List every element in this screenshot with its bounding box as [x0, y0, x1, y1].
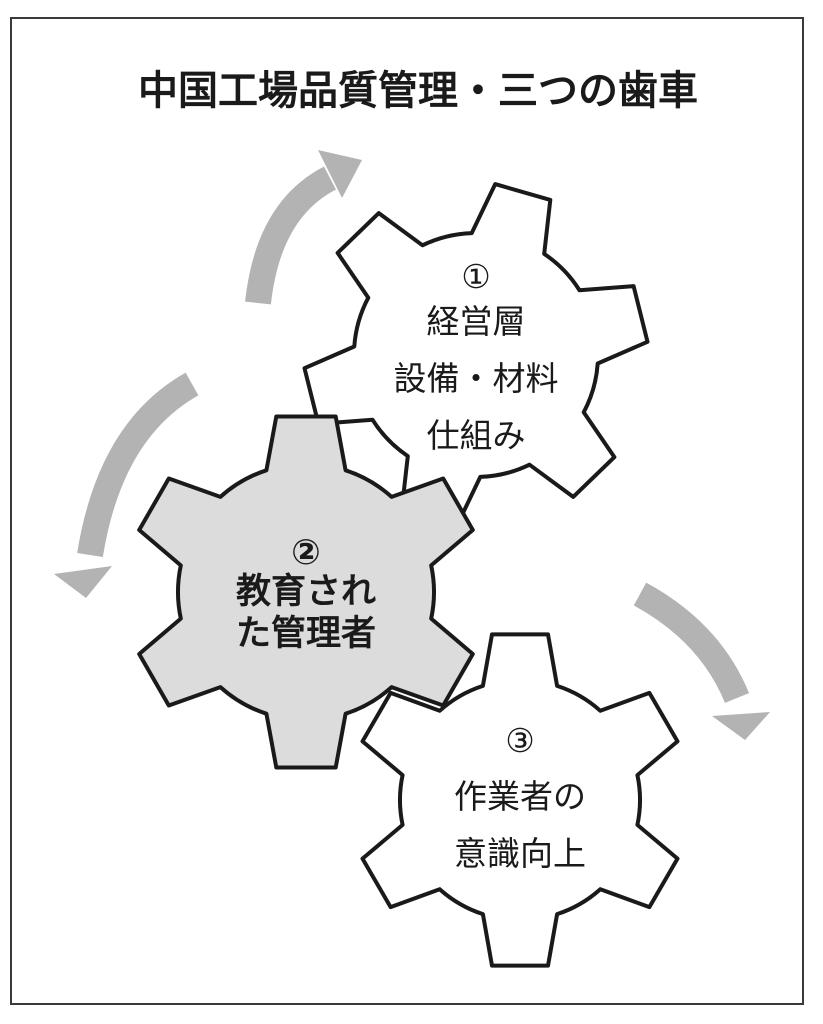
- gear-1: ① 経営層 設備・材料 仕組み: [302, 182, 650, 528]
- arrow-to-gear-1: [245, 150, 362, 305]
- gear-1-line-3: 仕組み: [427, 416, 526, 455]
- gear-1-number: ①: [461, 257, 491, 296]
- gear-2-shape: [137, 414, 475, 770]
- gear-3-shape: [360, 632, 680, 968]
- diagram-title: 中国工場品質管理・三つの歯車: [138, 68, 698, 114]
- gear-3-number: ③: [505, 721, 535, 760]
- arrow-to-gear-3: [633, 582, 770, 740]
- gear-2: ② 教育され た管理者: [137, 414, 475, 770]
- gear-3: ③ 作業者の 意識向上: [360, 632, 680, 968]
- gear-2-line-1: 教育され: [236, 572, 376, 612]
- cycle-arrows: [54, 150, 770, 740]
- gear-3-line-1: 作業者の: [454, 777, 586, 816]
- gear-2-number: ②: [291, 533, 321, 573]
- gear-2-line-2: た管理者: [236, 614, 376, 654]
- gear-1-line-1: 経営層: [427, 302, 526, 341]
- gear-1-line-2: 設備・材料: [394, 359, 559, 398]
- gear-3-line-2: 意識向上: [454, 834, 586, 873]
- gear-1-shape: [302, 182, 650, 528]
- arrow-to-gear-2: [54, 372, 199, 598]
